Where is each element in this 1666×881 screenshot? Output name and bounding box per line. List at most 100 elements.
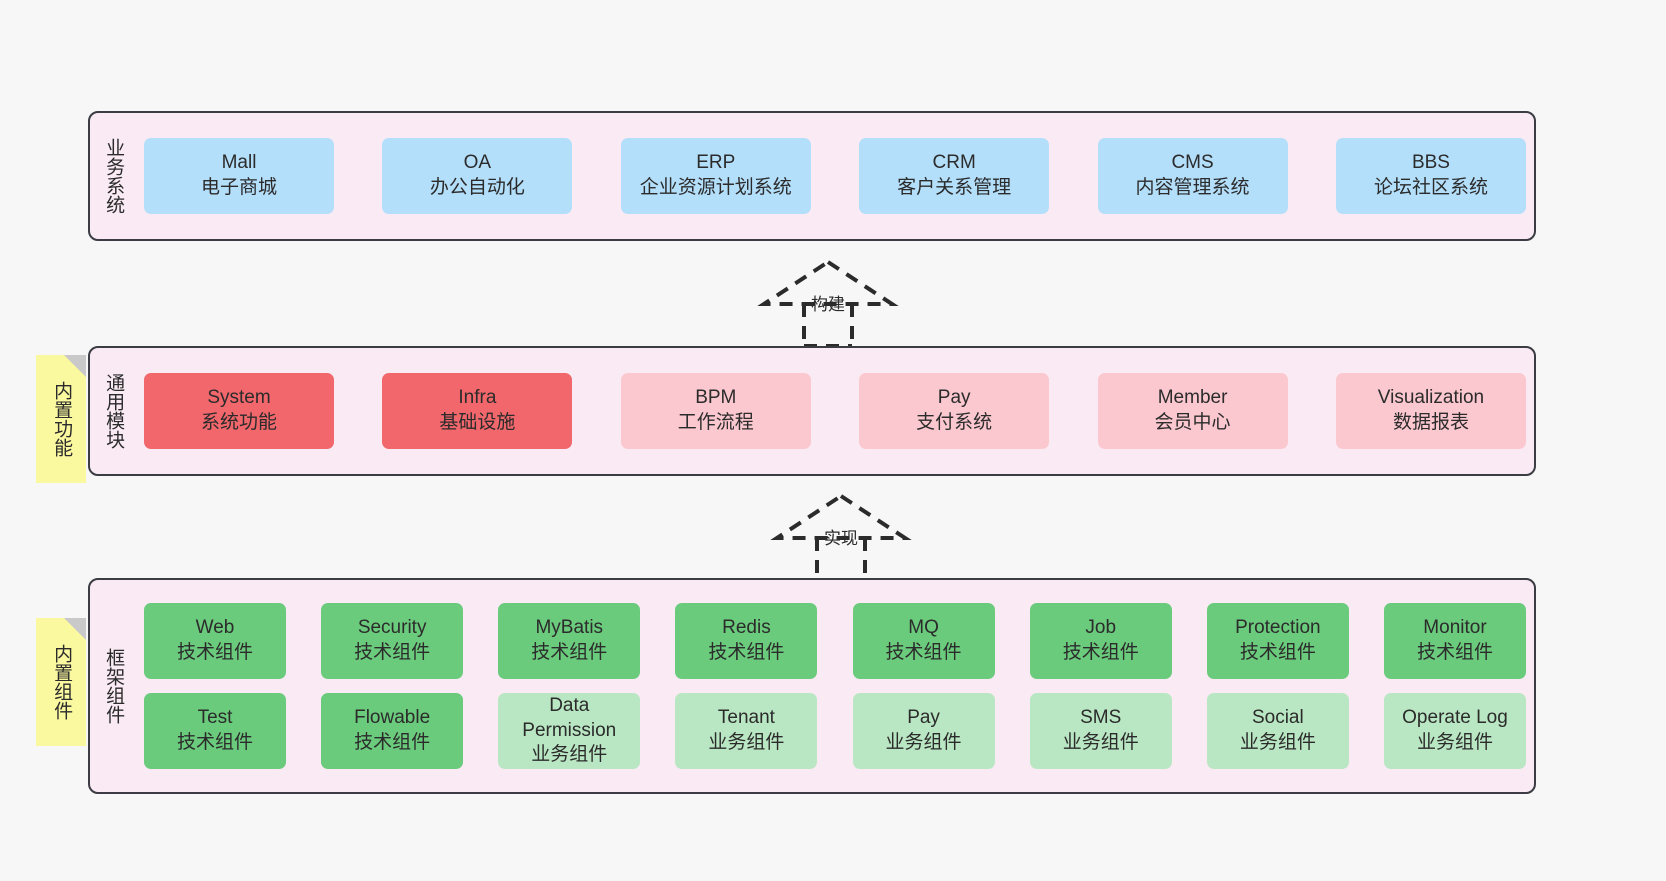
implement-arrowhead — [770, 493, 912, 540]
node-pay-component-sub: 业务组件 — [885, 732, 962, 753]
layer-common-module-body: System 系统功能 Infra 基础设施 BPM 工作流程 Pay 支付系统 — [136, 348, 1534, 474]
node-mall[interactable]: Mall 电子商城 — [144, 138, 334, 214]
node-mybatis[interactable]: MyBatis 技术组件 — [498, 603, 641, 679]
node-mq[interactable]: MQ 技术组件 — [852, 603, 995, 679]
node-member-name: Member — [1157, 387, 1228, 409]
node-mq-sub: 技术组件 — [885, 642, 962, 663]
node-sms-name: SMS — [1080, 707, 1122, 729]
node-test-sub: 技术组件 — [176, 732, 253, 753]
node-mall-sub: 电子商城 — [200, 177, 277, 198]
node-pay-component[interactable]: Pay 业务组件 — [852, 693, 995, 769]
node-cms[interactable]: CMS 内容管理系统 — [1097, 138, 1288, 214]
framework-node-grid: Web 技术组件 Security 技术组件 MyBatis 技术组件 Redi… — [136, 580, 1534, 792]
node-job-sub: 技术组件 — [1062, 642, 1139, 663]
connector-build-label: 构建 — [811, 295, 845, 314]
node-monitor-name: Monitor — [1423, 617, 1487, 639]
node-security[interactable]: Security 技术组件 — [321, 603, 464, 679]
node-visualization[interactable]: Visualization 数据报表 — [1335, 373, 1526, 449]
node-flowable-name: Flowable — [354, 707, 431, 729]
layer-business-system-body: Mall 电子商城 OA 办公自动化 ERP 企业资源计划系统 CRM 客户关系… — [136, 113, 1534, 239]
node-pay-module[interactable]: Pay 支付系统 — [859, 373, 1050, 449]
node-system[interactable]: System 系统功能 — [144, 373, 334, 449]
node-member[interactable]: Member 会员中心 — [1097, 373, 1288, 449]
framework-row-business: Test 技术组件 Flowable 技术组件 Data Permission … — [144, 693, 1526, 769]
node-pay-module-sub: 支付系统 — [916, 412, 993, 433]
node-social[interactable]: Social 业务组件 — [1206, 693, 1349, 769]
node-member-sub: 会员中心 — [1154, 412, 1231, 433]
node-redis-sub: 技术组件 — [708, 642, 785, 663]
node-monitor[interactable]: Monitor 技术组件 — [1383, 603, 1526, 679]
business-row: Mall 电子商城 OA 办公自动化 ERP 企业资源计划系统 CRM 客户关系… — [144, 138, 1526, 214]
layer-framework-components-title: 框架组件 — [103, 648, 125, 724]
node-cms-name: CMS — [1171, 152, 1214, 174]
node-visualization-name: Visualization — [1377, 387, 1485, 409]
common-node-grid: System 系统功能 Infra 基础设施 BPM 工作流程 Pay 支付系统 — [136, 348, 1534, 474]
node-tenant[interactable]: Tenant 业务组件 — [675, 693, 818, 769]
node-bpm[interactable]: BPM 工作流程 — [620, 373, 811, 449]
node-oa-sub: 办公自动化 — [429, 177, 525, 198]
node-security-sub: 技术组件 — [354, 642, 431, 663]
node-monitor-sub: 技术组件 — [1416, 642, 1493, 663]
node-protection-sub: 技术组件 — [1239, 642, 1316, 663]
node-bbs-sub: 论坛社区系统 — [1373, 177, 1488, 198]
node-erp-sub: 企业资源计划系统 — [639, 177, 792, 198]
node-sms-sub: 业务组件 — [1062, 732, 1139, 753]
node-operate-log-name: Operate Log — [1402, 707, 1508, 729]
node-tenant-name: Tenant — [717, 707, 775, 729]
layer-framework-components-body: Web 技术组件 Security 技术组件 MyBatis 技术组件 Redi… — [136, 580, 1534, 792]
layer-business-system[interactable]: 业务系统 Mall 电子商城 OA 办公自动化 ERP 企业资源计划系统 — [88, 111, 1536, 241]
node-bbs[interactable]: BBS 论坛社区系统 — [1335, 138, 1526, 214]
connector-implement-label: 实现 — [824, 529, 858, 548]
node-protection[interactable]: Protection 技术组件 — [1206, 603, 1349, 679]
node-mq-name: MQ — [908, 617, 939, 639]
node-protection-name: Protection — [1235, 617, 1321, 639]
note-builtin-components: 内置组件 — [36, 618, 86, 746]
node-oa[interactable]: OA 办公自动化 — [382, 138, 573, 214]
common-row: System 系统功能 Infra 基础设施 BPM 工作流程 Pay 支付系统 — [144, 373, 1526, 449]
node-infra-sub: 基础设施 — [439, 412, 516, 433]
node-bpm-sub: 工作流程 — [677, 412, 754, 433]
node-data-permission[interactable]: Data Permission 业务组件 — [498, 693, 641, 769]
node-tenant-sub: 业务组件 — [708, 732, 785, 753]
node-flowable[interactable]: Flowable 技术组件 — [321, 693, 464, 769]
node-test[interactable]: Test 技术组件 — [144, 693, 286, 769]
node-job-name: Job — [1085, 617, 1117, 639]
node-job[interactable]: Job 技术组件 — [1029, 603, 1172, 679]
node-system-sub: 系统功能 — [200, 412, 277, 433]
node-redis[interactable]: Redis 技术组件 — [675, 603, 818, 679]
node-flowable-sub: 技术组件 — [354, 732, 431, 753]
node-infra-name: Infra — [458, 387, 497, 409]
node-data-permission-sub: 业务组件 — [531, 744, 608, 766]
layer-framework-components[interactable]: 框架组件 Web 技术组件 Security 技术组件 MyBatis 技术组 — [88, 578, 1536, 794]
note-builtin-components-text: 内置组件 — [51, 644, 73, 720]
note-builtin-features: 内置功能 — [36, 355, 86, 483]
node-operate-log-sub: 业务组件 — [1416, 732, 1493, 753]
node-web-name: Web — [195, 617, 235, 639]
node-crm-name: CRM — [932, 152, 976, 174]
node-pay-module-name: Pay — [937, 387, 971, 409]
build-arrowhead — [757, 259, 899, 306]
node-web[interactable]: Web 技术组件 — [144, 603, 286, 679]
layer-common-module[interactable]: 通用模块 System 系统功能 Infra 基础设施 BPM 工作流程 — [88, 346, 1536, 476]
layer-business-system-title: 业务系统 — [103, 138, 125, 214]
node-mall-name: Mall — [221, 152, 257, 174]
node-infra[interactable]: Infra 基础设施 — [382, 373, 573, 449]
note-builtin-features-text: 内置功能 — [51, 381, 73, 457]
node-social-sub: 业务组件 — [1239, 732, 1316, 753]
node-mybatis-name: MyBatis — [535, 617, 604, 639]
connector-implement: 实现 — [770, 492, 912, 582]
node-security-name: Security — [357, 617, 427, 639]
node-visualization-sub: 数据报表 — [1392, 412, 1469, 433]
business-node-grid: Mall 电子商城 OA 办公自动化 ERP 企业资源计划系统 CRM 客户关系… — [136, 113, 1534, 239]
node-crm-sub: 客户关系管理 — [897, 177, 1012, 198]
node-operate-log[interactable]: Operate Log 业务组件 — [1383, 693, 1526, 769]
node-cms-sub: 内容管理系统 — [1135, 177, 1250, 198]
node-sms[interactable]: SMS 业务组件 — [1029, 693, 1172, 769]
node-erp[interactable]: ERP 企业资源计划系统 — [620, 138, 811, 214]
node-oa-name: OA — [463, 152, 492, 174]
node-erp-name: ERP — [696, 152, 736, 174]
node-bpm-name: BPM — [695, 387, 737, 409]
node-crm[interactable]: CRM 客户关系管理 — [859, 138, 1050, 214]
layer-common-module-title: 通用模块 — [103, 373, 125, 449]
